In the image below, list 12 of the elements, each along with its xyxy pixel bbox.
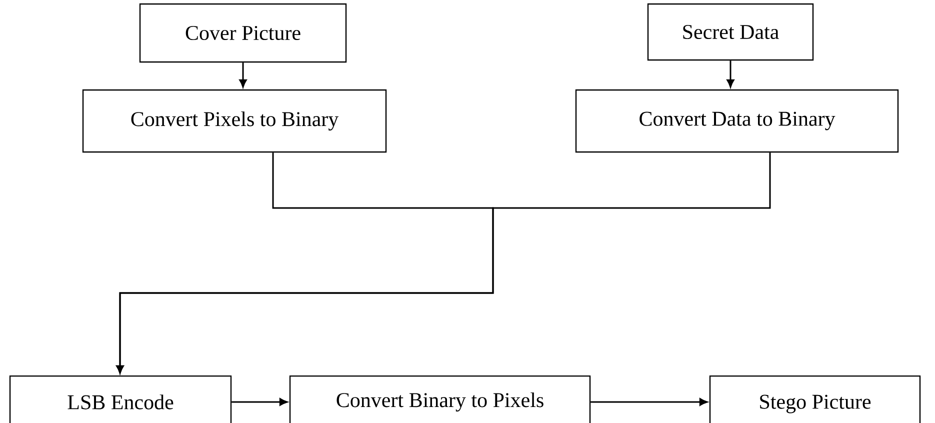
- process-box: Convert Binary to Pixels: [289, 375, 591, 423]
- process-box: Cover Picture: [139, 3, 347, 63]
- arrow: [590, 398, 708, 406]
- process-box: LSB Encode: [9, 375, 232, 423]
- process-box: Secret Data: [647, 3, 814, 61]
- process-box: Convert Data to Binary: [575, 89, 899, 153]
- process-box: Convert Pixels to Binary: [82, 89, 387, 153]
- arrow: [232, 398, 288, 406]
- arrow: [116, 152, 771, 374]
- arrow: [239, 62, 247, 88]
- arrow: [726, 60, 734, 88]
- process-box: Stego Picture: [709, 375, 921, 423]
